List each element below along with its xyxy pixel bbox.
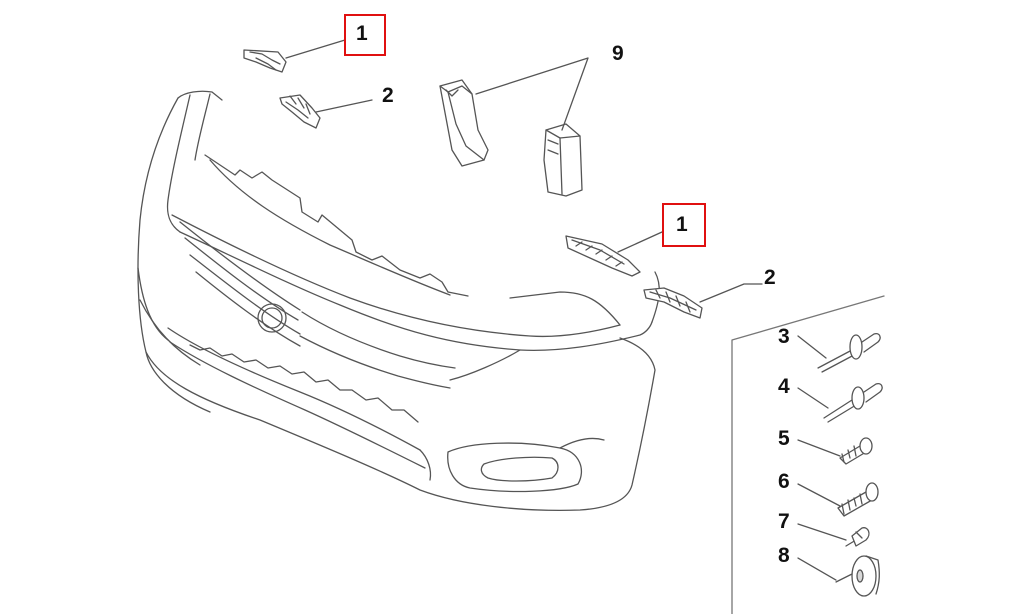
bracket-1-left	[243, 49, 287, 73]
leader-3	[797, 335, 827, 359]
leader-2b	[699, 283, 763, 303]
callout-7: 7	[778, 510, 790, 533]
callout-2-left: 2	[382, 84, 394, 107]
spacer-9-right	[543, 123, 583, 197]
callout-1-right: 1	[676, 213, 688, 236]
leader-9	[475, 57, 589, 131]
leader-1a	[285, 39, 346, 59]
leader-8	[797, 557, 837, 581]
rivet-3	[817, 332, 881, 373]
leader-4	[797, 387, 829, 409]
bracket-2-left	[279, 94, 321, 129]
callout-4: 4	[778, 375, 790, 398]
rivet-4	[823, 382, 883, 423]
leader-5	[797, 439, 841, 457]
callout-8: 8	[778, 544, 790, 567]
leader-2a	[315, 99, 373, 113]
highlight-box-1b	[662, 203, 706, 247]
front-bumper	[137, 90, 660, 511]
highlight-box-1a	[344, 14, 386, 56]
leader-7	[797, 523, 847, 541]
callout-6: 6	[778, 470, 790, 493]
clip-7	[845, 527, 870, 547]
callout-1-left: 1	[356, 22, 368, 45]
callout-9: 9	[612, 42, 624, 65]
hardware-panel-border	[731, 295, 885, 614]
screw-5	[839, 437, 873, 465]
bracket-2-right	[643, 287, 703, 319]
leader-6	[797, 483, 841, 507]
spacer-9-left	[439, 79, 489, 167]
screw-6	[837, 482, 879, 517]
leader-1b	[617, 231, 663, 253]
callout-5: 5	[778, 427, 790, 450]
bracket-1-right	[565, 235, 641, 277]
push-pin-8	[835, 555, 880, 597]
callout-3: 3	[778, 325, 790, 348]
callout-2-right: 2	[764, 266, 776, 289]
